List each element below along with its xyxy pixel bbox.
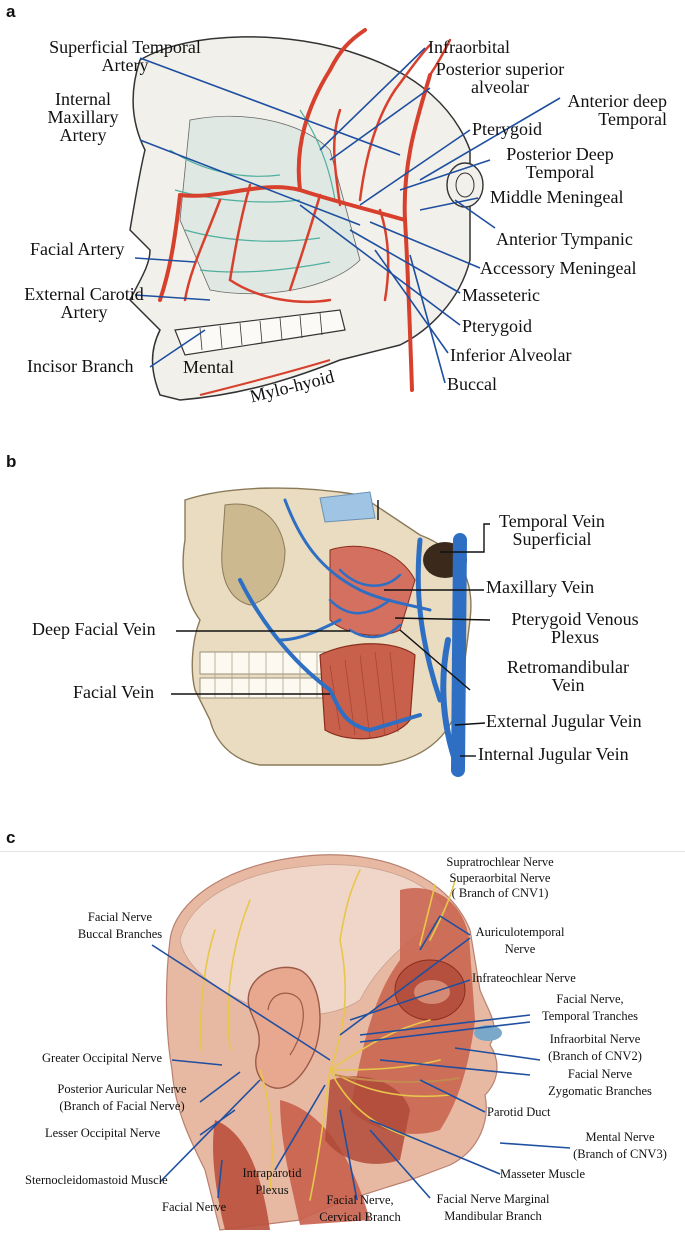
label-line: Buccal Branches xyxy=(77,926,163,941)
label-line: (Branch of Facial Nerve) xyxy=(59,1098,185,1113)
label-line: Intraparotid xyxy=(242,1166,302,1180)
label-posterior-deep-temporal: Posterior Deep Temporal xyxy=(490,145,630,181)
label-line: Pterygoid Venous xyxy=(511,609,639,629)
label-line: Zygomatic Branches xyxy=(548,1083,652,1098)
label-pterygoid-upper: Pterygoid xyxy=(472,119,542,139)
label-line: Facial Nerve xyxy=(567,1067,633,1081)
label-lesser-occipital-nerve: Lesser Occipital Nerve xyxy=(45,1126,161,1140)
label-line: Supratrochlear Nerve xyxy=(446,855,554,869)
label-deep-facial-vein: Deep Facial Vein xyxy=(32,619,156,639)
label-greater-occipital-nerve: Greater Occipital Nerve xyxy=(42,1051,163,1065)
panel-c-nerves: c xyxy=(0,820,685,1239)
label-accessory-meningeal: Accessory Meningeal xyxy=(480,258,637,278)
label-line: Superaorbital Nerve xyxy=(449,870,551,885)
label-anterior-tympanic: Anterior Tympanic xyxy=(496,229,633,249)
panel-a-arteries: a xyxy=(0,0,685,420)
label-line: alveolar xyxy=(471,77,529,97)
label-line: Plexus xyxy=(550,627,599,647)
panel-divider xyxy=(0,851,685,852)
panel-b-veins: b xyxy=(0,440,685,780)
label-facial-artery: Facial Artery xyxy=(30,239,125,259)
label-line: External Carotid xyxy=(24,284,144,304)
label-line: (Branch of CNV2) xyxy=(548,1048,642,1063)
label-line: Posterior Auricular Nerve xyxy=(57,1082,187,1096)
label-infraorbital-nerve: Infraorbital Nerve (Branch of CNV2) xyxy=(535,1033,655,1062)
label-line: Auriculotemporal xyxy=(475,925,565,939)
label-facial-nerve: Facial Nerve xyxy=(162,1200,227,1214)
label-anterior-deep-temporal: Anterior deep Temporal xyxy=(555,92,667,128)
label-line: (Branch of CNV3) xyxy=(573,1146,667,1161)
label-mental: Mental xyxy=(183,357,234,377)
label-pterygoid-lower: Pterygoid xyxy=(462,316,532,336)
label-intraparotid-plexus: Intraparotid Plexus xyxy=(232,1167,312,1196)
label-line: Posterior superior xyxy=(435,59,565,79)
nerves-illustration xyxy=(151,854,571,1231)
label-pterygoid-venous-plexus: Pterygoid Venous Plexus xyxy=(490,610,660,646)
label-masseter-muscle: Masseter Muscle xyxy=(500,1167,586,1181)
label-superficial-temporal-artery: Superficial Temporal Artery xyxy=(15,38,235,74)
label-line: Facial Nerve Marginal xyxy=(436,1192,550,1206)
label-buccal: Buccal xyxy=(447,374,497,394)
label-facial-nerve-marginal: Facial Nerve Marginal Mandibular Branch xyxy=(418,1193,568,1222)
label-line: Retromandibular xyxy=(507,657,629,677)
label-temporal-vein-superficial: Temporal Vein Superficial xyxy=(487,512,617,548)
label-auriculotemporal-nerve: Auriculotemporal Nerve xyxy=(465,926,575,955)
label-masseteric: Masseteric xyxy=(462,285,540,305)
label-line: Anterior deep xyxy=(567,91,667,111)
label-line: Maxillary xyxy=(47,107,119,127)
label-internal-jugular-vein: Internal Jugular Vein xyxy=(478,744,629,764)
label-line: Temporal xyxy=(598,109,667,129)
panel-letter-c: c xyxy=(6,828,16,847)
label-line: Vein xyxy=(551,675,585,695)
label-line: Artery xyxy=(101,55,149,75)
label-line: Temporal xyxy=(525,162,595,182)
label-facial-vein: Facial Vein xyxy=(73,682,155,702)
panel-letter-b: b xyxy=(6,452,17,471)
label-line: Nerve xyxy=(504,941,536,956)
label-line: Temporal Vein xyxy=(499,511,605,531)
label-line: Superficial Temporal xyxy=(49,37,201,57)
label-line: Posterior Deep xyxy=(506,144,614,164)
label-posterior-superior-alveolar: Posterior superior alveolar xyxy=(420,60,580,96)
label-line: Superficial xyxy=(512,529,592,549)
label-line: Infraorbital Nerve xyxy=(549,1032,641,1046)
label-posterior-auricular-nerve: Posterior Auricular Nerve (Branch of Fac… xyxy=(42,1083,202,1112)
label-line: Cervical Branch xyxy=(319,1209,401,1224)
label-line: Mandibular Branch xyxy=(444,1208,542,1223)
label-middle-meningeal: Middle Meningeal xyxy=(490,187,624,207)
label-infraorbital: Infraorbital xyxy=(428,37,510,57)
veins-illustration xyxy=(171,487,491,777)
label-sternocleidomastoid-muscle: Sternocleidomastoid Muscle xyxy=(25,1173,168,1187)
label-line: ( Branch of CNV1) xyxy=(451,886,549,900)
label-infrateochlear-nerve: Infrateochlear Nerve xyxy=(472,971,576,985)
label-facial-nerve-cervical: Facial Nerve, Cervical Branch xyxy=(305,1194,415,1223)
label-line: Plexus xyxy=(255,1182,289,1197)
label-line: Internal xyxy=(55,89,111,109)
label-facial-nerve-zygomatic: Facial Nerve Zygomatic Branches xyxy=(530,1068,670,1097)
label-facial-nerve-buccal: Facial Nerve Buccal Branches xyxy=(70,911,170,940)
label-incisor-branch: Incisor Branch xyxy=(27,356,134,376)
label-retromandibular-vein: Retromandibular Vein xyxy=(488,658,648,694)
label-line: Artery xyxy=(59,125,107,145)
label-line: Facial Nerve, xyxy=(326,1193,394,1207)
label-external-jugular-vein: External Jugular Vein xyxy=(486,711,642,731)
label-line: Facial Nerve xyxy=(87,910,153,924)
label-mental-nerve: Mental Nerve (Branch of CNV3) xyxy=(565,1131,675,1160)
label-line: Temporal Tranches xyxy=(542,1008,638,1023)
label-line: Mental Nerve xyxy=(585,1130,655,1144)
label-maxillary-vein: Maxillary Vein xyxy=(486,577,595,597)
label-line: Artery xyxy=(60,302,108,322)
label-inferior-alveolar: Inferior Alveolar xyxy=(450,345,572,365)
label-external-carotid-artery: External Carotid Artery xyxy=(4,285,164,321)
label-parotid-duct: Parotid Duct xyxy=(487,1105,551,1119)
panel-letter-a: a xyxy=(6,2,16,21)
label-line: Facial Nerve, xyxy=(556,992,624,1006)
label-facial-nerve-temporal: Facial Nerve, Temporal Tranches xyxy=(530,993,650,1022)
arteries-illustration xyxy=(129,28,561,401)
label-supratrochlear-superaorbital: Supratrochlear Nerve Superaorbital Nerve… xyxy=(425,856,575,900)
label-internal-maxillary-artery: Internal Maxillary Artery xyxy=(28,90,138,144)
